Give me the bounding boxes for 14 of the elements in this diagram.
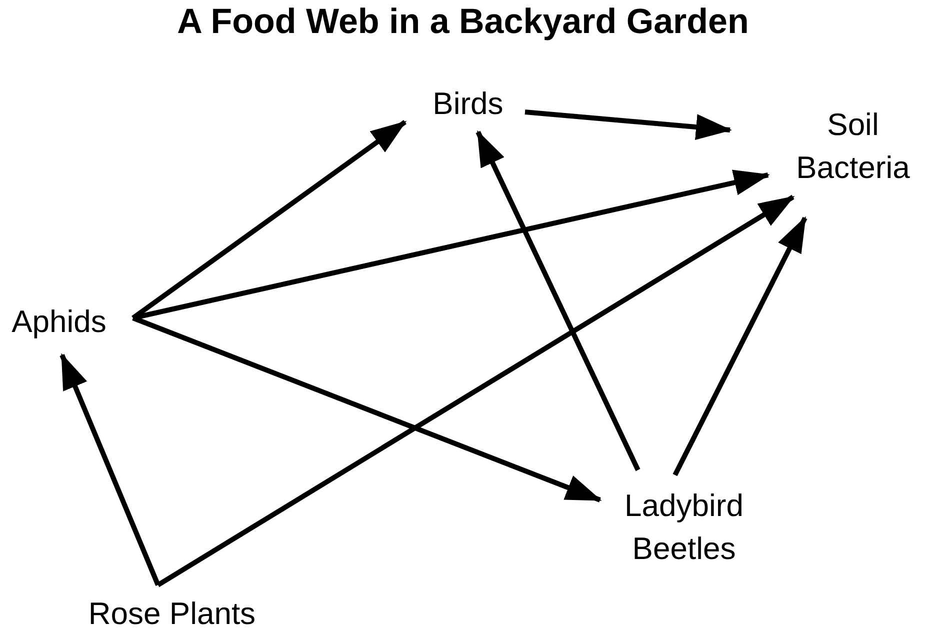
organism-label: Aphids xyxy=(0,300,118,343)
arrow xyxy=(60,353,160,586)
organism-label: Ladybird Beetles xyxy=(606,484,762,570)
organism-label: Rose Plants xyxy=(66,592,278,635)
arrow xyxy=(132,316,602,502)
organism-label: Birds xyxy=(418,82,518,125)
arrow xyxy=(132,170,770,320)
arrow xyxy=(524,110,732,140)
organism-label: Soil Bacteria xyxy=(780,103,926,189)
diagram-title: A Food Web in a Backyard Garden xyxy=(176,2,750,42)
arrow xyxy=(132,120,407,320)
arrow xyxy=(672,216,808,476)
arrow xyxy=(156,194,795,588)
arrow xyxy=(476,130,640,472)
